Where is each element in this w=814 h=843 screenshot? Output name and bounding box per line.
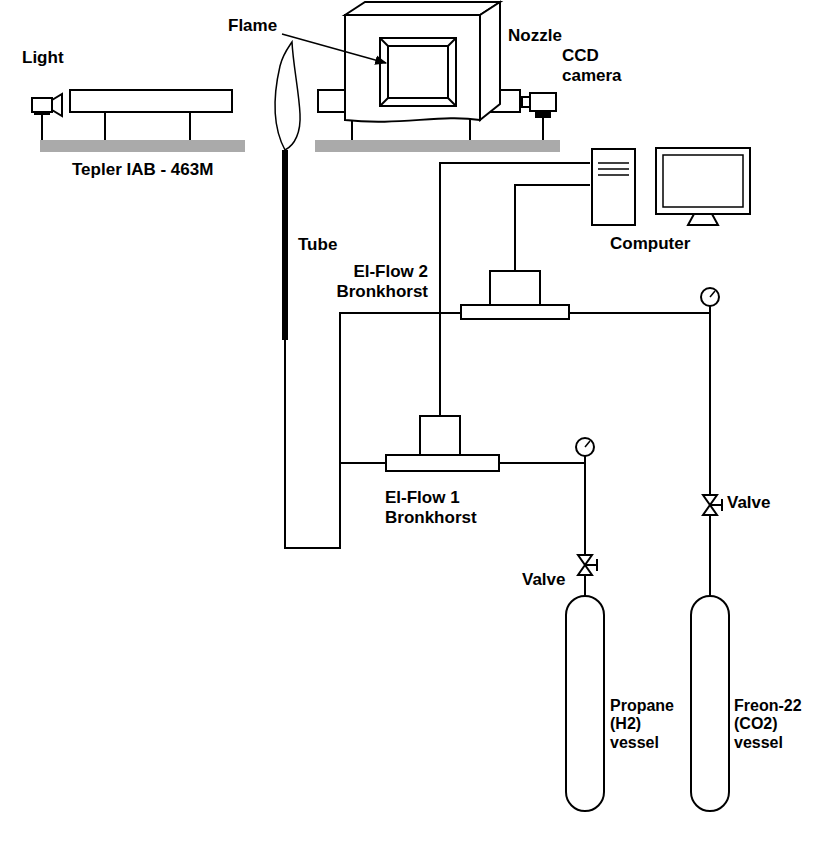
controller-head xyxy=(420,416,460,455)
monitor-stand xyxy=(688,214,718,225)
part-label: Nozzle xyxy=(508,26,562,46)
gas-pipe xyxy=(500,463,585,595)
nozzle-outlet xyxy=(380,38,456,106)
gas-pipe xyxy=(570,313,710,595)
valve-handle xyxy=(596,559,598,571)
node-outline xyxy=(590,145,752,228)
gas-vessel: Freon-22 (CO2) vessel xyxy=(690,595,730,812)
part-label: Tepler IAB - 463M xyxy=(72,160,213,180)
node-outline xyxy=(460,270,570,320)
gauge-dial xyxy=(701,288,719,306)
valve-symbol xyxy=(703,495,722,515)
node-label: Propane (H2) vessel xyxy=(610,697,682,752)
gauge-stem xyxy=(584,456,586,463)
bench-base xyxy=(40,140,245,152)
valve-symbol xyxy=(578,555,597,575)
nozzle-side xyxy=(480,2,500,120)
node-label: Computer xyxy=(610,234,690,254)
nozzle-drawing xyxy=(345,2,500,122)
nozzle-front xyxy=(345,15,480,122)
part-label: CCD camera xyxy=(562,46,630,85)
lamp-reflector xyxy=(52,94,62,116)
node-label: El-Flow 2 Bronkhorst xyxy=(318,262,428,301)
tube xyxy=(282,150,288,340)
camera-body xyxy=(530,93,556,111)
lamp-post xyxy=(41,112,43,140)
flame xyxy=(275,42,300,150)
node-label: El-Flow 1 Bronkhorst xyxy=(385,488,490,527)
controller-head xyxy=(490,271,540,305)
camera-lens xyxy=(522,97,530,107)
part-label: Tube xyxy=(298,235,337,255)
lamp-base xyxy=(34,113,50,115)
lamp-body xyxy=(32,98,52,112)
gas-vessel: Propane (H2) vessel xyxy=(565,595,605,812)
bench-base xyxy=(315,140,560,152)
monitor-screen xyxy=(663,155,743,207)
bench-rail xyxy=(70,90,232,112)
signal-wire xyxy=(515,185,590,270)
valve-stem xyxy=(585,564,597,566)
valve-handle xyxy=(721,499,723,511)
node-label: Freon-22 (CO2) vessel xyxy=(734,697,806,752)
controller-base xyxy=(386,455,499,471)
drive-slot xyxy=(598,168,629,170)
left-bench xyxy=(32,90,245,152)
part-label: Light xyxy=(22,48,64,68)
gauge-needle xyxy=(710,291,715,297)
pressure-gauge xyxy=(701,288,719,313)
computer-box: Computer xyxy=(590,145,752,228)
nozzle-edge xyxy=(448,38,456,46)
nozzle-edge xyxy=(380,98,388,106)
branch-line xyxy=(340,462,385,464)
flow-controller: El-Flow 1 Bronkhorst xyxy=(385,415,500,472)
node-outline xyxy=(385,415,500,472)
monitor xyxy=(656,148,750,214)
valve-label: Valve xyxy=(727,493,771,513)
flow-controller: El-Flow 2 Bronkhorst xyxy=(460,270,570,320)
part-label: Flame xyxy=(228,16,277,36)
gauge-dial xyxy=(576,438,594,456)
gauge-needle xyxy=(585,441,590,447)
valve-label: Valve xyxy=(522,570,566,590)
computer-tower xyxy=(592,149,635,225)
controller-base xyxy=(461,305,569,319)
nozzle-edge xyxy=(380,38,388,46)
camera-mount xyxy=(536,112,550,117)
nozzle-edge xyxy=(448,98,456,106)
nozzle-outlet-inner xyxy=(388,46,448,98)
drive-slot xyxy=(598,162,629,164)
bench-leg xyxy=(104,112,106,140)
flame-leader xyxy=(282,34,386,63)
drive-slot xyxy=(598,174,629,176)
bench-leg xyxy=(189,112,191,140)
valve-stem xyxy=(710,504,722,506)
gauge-stem xyxy=(709,306,711,313)
signal-wire xyxy=(440,163,590,415)
pressure-gauge xyxy=(576,438,594,463)
nozzle-top xyxy=(345,2,500,15)
